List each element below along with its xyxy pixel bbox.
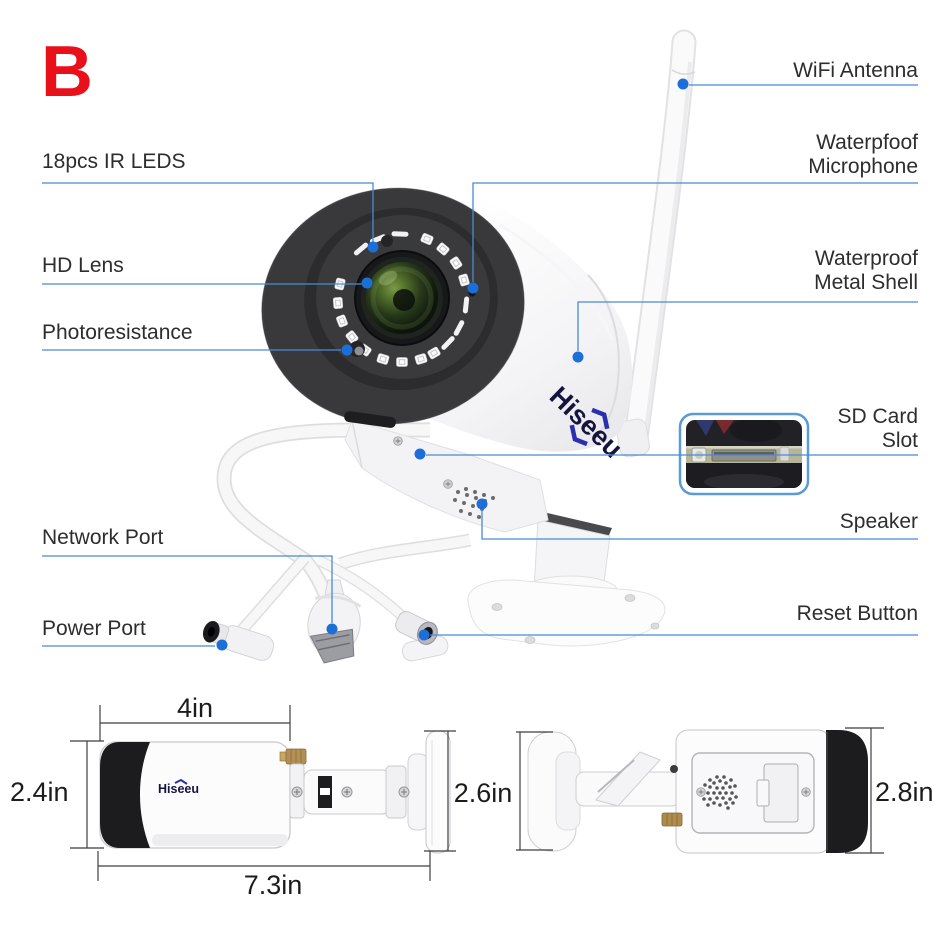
annotation-dots [216,78,689,651]
photoresistance-sensor [349,341,365,357]
label-line: Slot [881,429,918,452]
dot-microphone [467,282,479,294]
dot-sd-card [414,448,426,460]
dot-network-port [326,623,338,635]
front-cap [100,742,150,848]
line-network-port [42,555,333,623]
dimension-lines [70,705,456,881]
sma-connector-gold [279,748,307,765]
sma-stub-gold [661,812,683,827]
dot-speaker [476,498,488,510]
sd-card-inset-photo [678,412,810,496]
label-line: Microphone [808,155,918,178]
dot-reset-button [418,629,430,641]
dot-wifi-antenna [677,78,689,90]
label-line: SD Card [837,405,918,428]
brand-logo-small: Hiseeu [158,778,199,796]
hd-lens-graphic [354,250,450,346]
dot-metal-shell [572,351,584,363]
dimension-drawing-bottom-view [516,727,884,854]
dot-hd-lens [361,277,373,289]
label-line: WiFi Antenna [793,59,918,82]
speaker-grille [453,487,495,519]
label-sd-card-slot: SD Card Slot [837,405,918,453]
label-network-port: Network Port [42,526,164,549]
dimension-bottom-height: 2.8in [875,777,934,807]
label-photoresistance: Photoresistance [42,321,193,344]
mount-stand [467,512,666,647]
annotation-lines [42,84,918,647]
dot-power-port [216,639,228,651]
label-line: Waterpfoof [816,131,918,154]
dimension-body-length: 4in [176,693,214,723]
camera-front-face [261,187,525,428]
label-line: Metal Shell [814,271,918,294]
line-metal-shell [577,301,918,351]
pigtail-cables [216,422,472,637]
dimension-drawing-side-view: Hiseeu [70,705,456,881]
label-line: Speaker [839,510,918,533]
label-line: Waterproof [814,247,918,270]
dot-ir-leds [367,241,379,253]
body-screw [670,765,678,773]
label-waterproof-metal-shell: Waterproof Metal Shell [814,247,918,295]
dimension-mount-height: 2.6in [453,778,513,808]
dot-photoresistance [341,344,353,356]
label-speaker: Speaker [840,510,918,534]
dimension-lines [516,727,884,854]
power-port-connector [202,621,275,661]
bottom-panel [344,419,549,533]
dimension-total-length: 7.3in [243,870,303,900]
brand-text: Hiseeu [158,782,199,796]
front-cap [826,730,868,853]
line-microphone [472,182,918,282]
label-waterproof-microphone: Waterpfoof Microphone [808,131,918,179]
panel-screw [443,479,453,489]
dimension-body-height: 2.4in [10,777,69,807]
main-camera-illustration: Hiseeu [202,29,697,664]
panel-screw [393,436,403,446]
line-ir-leds [42,182,374,242]
ir-sensor-hole [381,235,393,247]
label-ir-leds: 18pcs IR LEDS [42,150,186,173]
label-hd-lens: HD Lens [42,254,124,277]
label-line: Reset Button [796,602,918,625]
line-speaker [481,510,918,540]
label-wifi-antenna: WiFi Antenna [793,59,918,83]
label-power-port: Power Port [42,617,146,640]
label-reset-button: Reset Button [797,602,918,626]
speaker-grille-bottom [701,775,738,810]
section-marker: B [41,32,93,112]
